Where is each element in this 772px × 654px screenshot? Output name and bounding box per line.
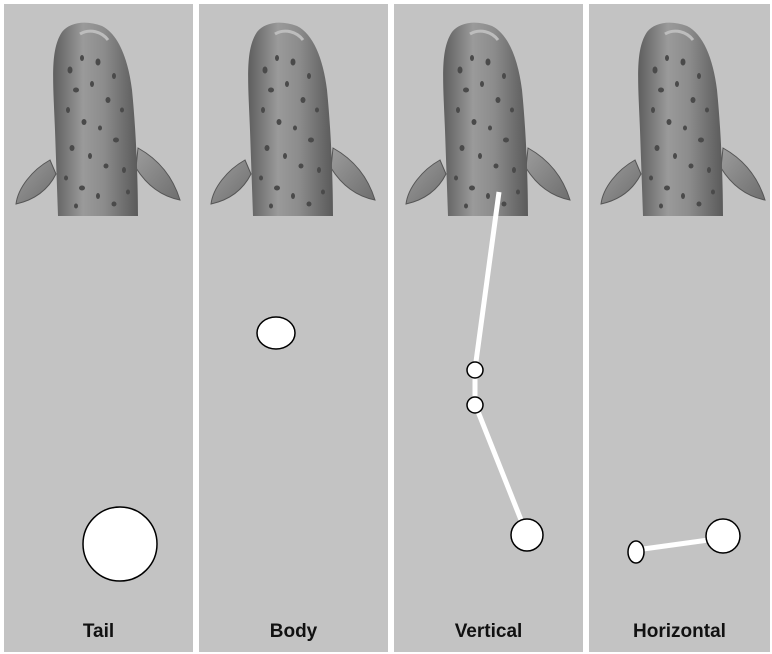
tail-marker-circle xyxy=(83,507,157,581)
vertical-marker-lower xyxy=(467,397,483,413)
vertical-marker-end xyxy=(511,519,543,551)
panel-label-body: Body xyxy=(199,621,388,643)
panel-body-graphic xyxy=(199,4,388,652)
panel-horizontal: Horizontal xyxy=(589,4,770,652)
panel-vertical: Vertical xyxy=(394,4,583,652)
panel-body: Body xyxy=(199,4,388,652)
panel-label-vertical: Vertical xyxy=(394,621,583,643)
panel-tail: Tail xyxy=(4,4,193,652)
panel-tail-graphic xyxy=(4,4,193,652)
panel-vertical-graphic xyxy=(394,4,583,652)
panel-horizontal-graphic xyxy=(589,4,770,652)
fish-top-view-icon xyxy=(601,23,765,216)
horizontal-marker-end xyxy=(706,519,740,553)
panel-label-horizontal: Horizontal xyxy=(589,621,770,643)
fish-top-view-icon xyxy=(211,23,375,216)
body-marker-ellipse xyxy=(257,317,295,349)
fish-top-view-icon xyxy=(406,23,570,216)
fish-top-view-icon xyxy=(16,23,180,216)
vertical-marker-upper xyxy=(467,362,483,378)
panel-label-tail: Tail xyxy=(4,621,193,643)
vertical-path-line xyxy=(475,192,527,535)
horizontal-marker-start xyxy=(628,541,644,563)
